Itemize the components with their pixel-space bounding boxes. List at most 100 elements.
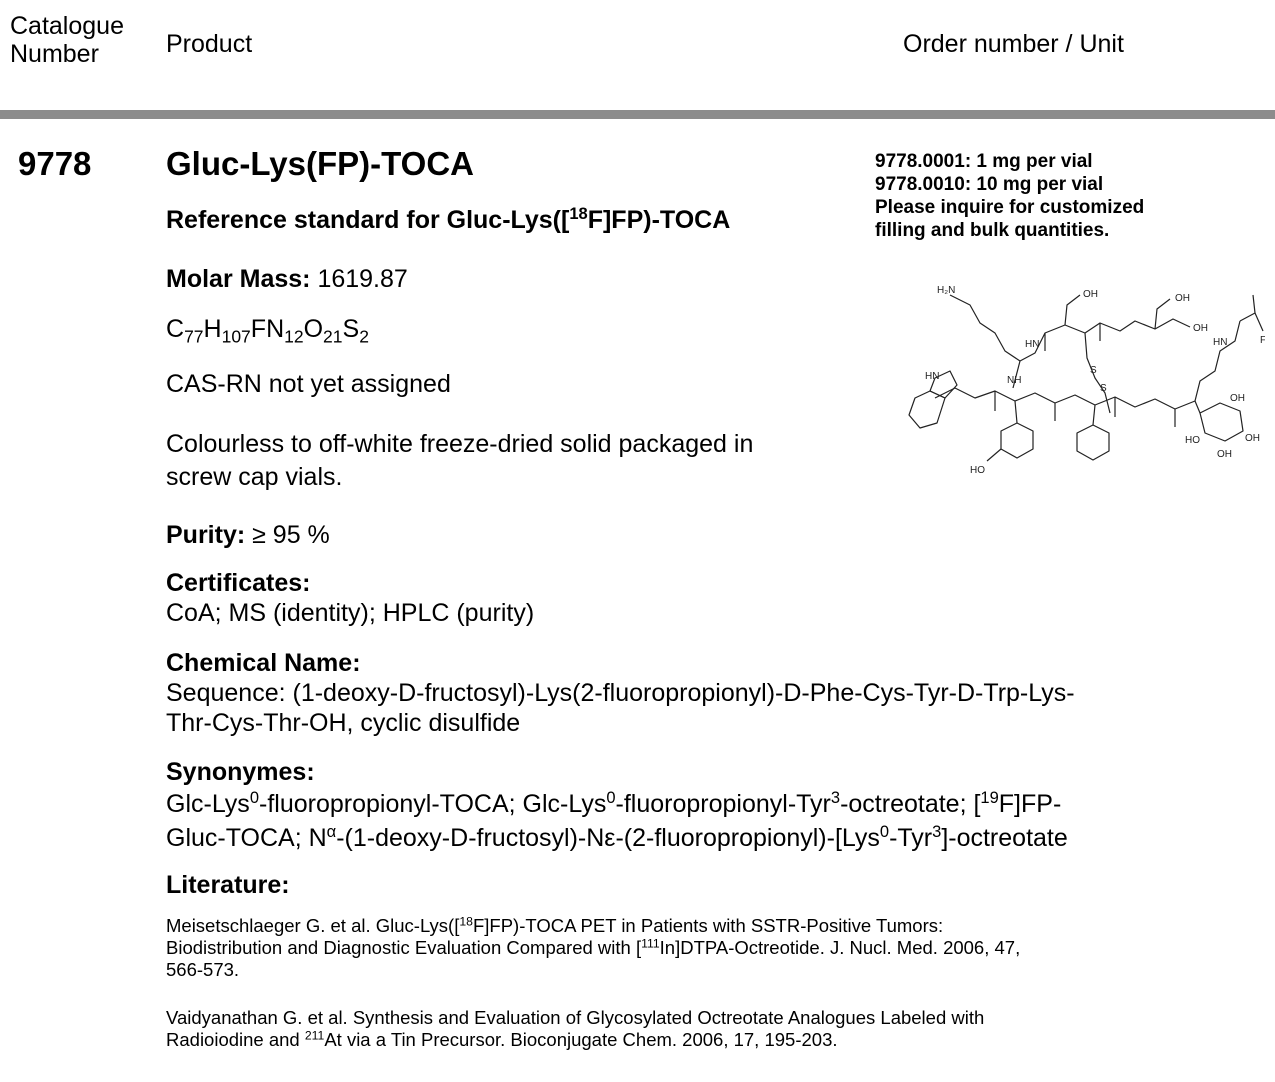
lit-sup: 211 [304, 1028, 325, 1043]
literature-reference-2: Vaidyanathan G. et al. Synthesis and Eva… [166, 1007, 1266, 1051]
label-ho: HO [970, 465, 985, 476]
lit-sup: 18 [459, 914, 473, 929]
syn-sup: α [326, 822, 337, 841]
purity-label: Purity: [166, 521, 246, 549]
label-oh: OH [1193, 323, 1208, 334]
catalogue-header-line2: Number [10, 40, 99, 68]
formula-count: 2 [359, 326, 369, 347]
certificates-section: Certificates: CoA; MS (identity); HPLC (… [166, 568, 1266, 628]
order-line-4: filling and bulk quantities. [875, 220, 1110, 241]
syn-text: -(1-deoxy-D-fructosyl)-Nε-(2-fluoropropi… [336, 824, 880, 852]
label-oh: OH [1230, 393, 1245, 404]
label-hn: HN [1213, 337, 1227, 348]
label-hn: HN [1025, 339, 1039, 350]
order-info: 9778.0001: 1 mg per vial 9778.0010: 10 m… [875, 150, 1265, 242]
catalogue-header-line1: Catalogue [10, 12, 124, 40]
label-oh: OH [1245, 433, 1260, 444]
synonyms-line-2: Gluc-TOCA; Nα-(1-deoxy-D-fructosyl)-Nε-(… [166, 821, 1266, 855]
lit-sup: 111 [641, 936, 660, 951]
syn-sup: 19 [980, 788, 999, 807]
molecular-formula: C77H107FN12O21S2 [166, 315, 1266, 347]
order-header: Order number / Unit [903, 30, 1124, 58]
sugar-ring [1199, 402, 1244, 442]
literature-reference-1: Meisetschlaeger G. et al. Gluc-Lys([18F]… [166, 915, 1266, 981]
catalogue-number-header: Catalogue Number [10, 12, 124, 68]
phenol-ring [1000, 422, 1034, 459]
label-f: F [1260, 335, 1265, 346]
syn-text: -fluoropropionyl-TOCA; Glc-Lys [259, 790, 607, 818]
syn-sup: 0 [606, 788, 616, 807]
product-description: Colourless to off-white freeze-dried sol… [166, 428, 866, 494]
description-line: Colourless to off-white freeze-dried sol… [166, 430, 754, 458]
syn-sup: 3 [932, 822, 942, 841]
label-oh: OH [1217, 449, 1232, 460]
lit-text: Vaidyanathan G. et al. Synthesis and Eva… [166, 1007, 985, 1028]
lysine-sidechain [949, 294, 1021, 362]
label-hn: HN [925, 371, 939, 382]
purity: Purity: ≥ 95 % [166, 521, 1266, 550]
formula-count: 21 [323, 326, 343, 347]
molar-mass-label: Molar Mass: [166, 265, 311, 293]
literature-label: Literature: [166, 871, 290, 899]
subtitle-sup: 18 [569, 204, 588, 223]
formula-count: 107 [221, 326, 251, 347]
formula-element: FN [250, 315, 285, 343]
cas-number: CAS-RN not yet assigned [166, 370, 451, 398]
syn-text: ]-octreotate [941, 824, 1068, 852]
formula-element: H [203, 315, 222, 343]
lit-text: In]DTPA-Octreotide. J. Nucl. Med. 2006, … [659, 937, 1021, 958]
product-header: Product [166, 30, 253, 58]
certificates-label: Certificates: [166, 569, 311, 597]
chemical-name-section: Chemical Name: Sequence: (1-deoxy-D-fruc… [166, 648, 1266, 738]
synonyms-label: Synonymes: [166, 758, 315, 786]
lit-text: At via a Tin Precursor. Bioconjugate Che… [324, 1029, 838, 1050]
catalogue-number: 9778 [18, 145, 92, 182]
lit-text: Meisetschlaeger G. et al. Gluc-Lys([ [166, 915, 460, 936]
synonyms-line-1: Glc-Lys0-fluoropropionyl-TOCA; Glc-Lys0-… [166, 787, 1266, 821]
syn-sup: 0 [879, 822, 890, 841]
lit-text: F]FP)-TOCA PET in Patients with SSTR-Pos… [472, 915, 944, 936]
syn-sup: 3 [830, 788, 841, 807]
subtitle-text: Reference standard for Gluc-Lys([ [166, 206, 570, 234]
disulfide-bridge [1084, 332, 1111, 414]
lit-text: 566-573. [166, 959, 240, 980]
product-name: Gluc-Lys(FP)-TOCA [166, 145, 475, 182]
syn-sup: 0 [249, 788, 259, 807]
label-nh: NH [1007, 375, 1021, 386]
product-subtitle: Reference standard for Gluc-Lys([18F]FP)… [166, 206, 1266, 235]
synonyms-section: Synonymes: Glc-Lys0-fluoropropionyl-TOCA… [166, 757, 1266, 855]
description-line: screw cap vials. [166, 463, 343, 491]
formula-count: 77 [184, 326, 204, 347]
syn-text: Gluc-TOCA; N [166, 824, 327, 852]
label-h2n: H₂N [937, 285, 955, 296]
label-s: S [1100, 383, 1107, 394]
molar-mass: Molar Mass: 1619.87 [166, 265, 1266, 294]
chemical-name-line: Thr-Cys-Thr-OH, cyclic disulfide [166, 709, 521, 737]
subtitle-text-end: F]FP)-TOCA [587, 206, 731, 234]
label-oh: OH [1175, 293, 1190, 304]
chemical-name-line: Sequence: (1-deoxy-D-fructosyl)-Lys(2-fl… [166, 679, 1075, 707]
order-line-1: 9778.0001: 1 mg per vial [875, 151, 1093, 172]
syn-text: -fluoropropionyl-Tyr [615, 790, 831, 818]
header-divider [0, 110, 1275, 119]
purity-value: ≥ 95 % [252, 521, 330, 549]
formula-element: C [166, 315, 185, 343]
formula-count: 12 [284, 326, 304, 347]
certificates-value: CoA; MS (identity); HPLC (purity) [166, 599, 535, 627]
chemical-structure-image: H₂N OH OH OH HN HN HN NH F S S HO HO OH … [908, 285, 1265, 476]
formula-element: O [303, 315, 324, 343]
syn-text: Glc-Lys [166, 790, 250, 818]
label-ho: HO [1185, 435, 1200, 446]
syn-text: -octreotate; [ [840, 790, 981, 818]
lit-text: Radioiodine and [166, 1029, 305, 1050]
label-s: S [1090, 365, 1097, 376]
molar-mass-value: 1619.87 [317, 265, 408, 293]
formula-element: S [342, 315, 360, 343]
order-line-2: 9778.0010: 10 mg per vial [875, 174, 1104, 195]
syn-text: F]FP- [998, 790, 1062, 818]
phenyl-ring [1076, 424, 1110, 461]
lit-text: Biodistribution and Diagnostic Evaluatio… [166, 937, 642, 958]
label-oh: OH [1083, 289, 1098, 300]
syn-text: -Tyr [889, 824, 933, 852]
indole-ring [929, 370, 958, 399]
